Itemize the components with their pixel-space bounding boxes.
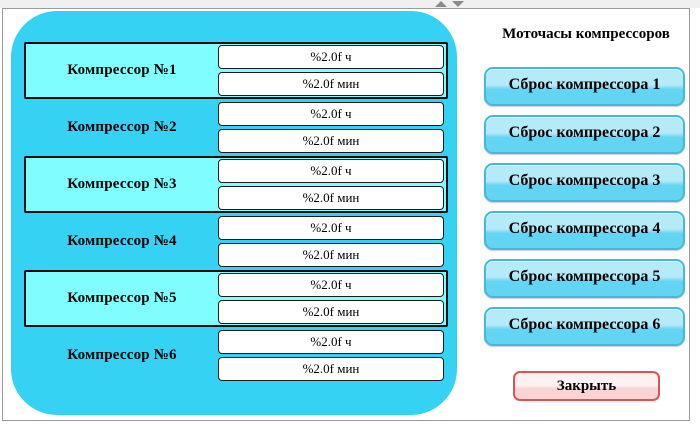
compressor-row-3: Компрессор №3 %2.0f ч %2.0f мин: [24, 156, 448, 213]
compressor-3-minutes-display: %2.0f мин: [218, 186, 444, 210]
compressor-6-values: %2.0f ч %2.0f мин: [218, 329, 446, 382]
compressor-2-label: Компрессор №2: [67, 119, 177, 135]
compressor-row-1: Компрессор №1 %2.0f ч %2.0f мин: [24, 42, 448, 99]
reset-compressor-5-button[interactable]: Сброс компрессора 5: [484, 259, 685, 298]
compressor-6-minutes-display: %2.0f мин: [218, 357, 444, 381]
compressor-rows: Компрессор №1 %2.0f ч %2.0f мин Компресс…: [24, 42, 448, 384]
compressor-5-minutes-display: %2.0f мин: [218, 300, 444, 324]
compressor-row-6: Компрессор №6 %2.0f ч %2.0f мин: [24, 327, 448, 384]
scroll-arrows: [435, 1, 464, 7]
compressor-3-label: Компрессор №3: [67, 176, 177, 192]
top-strip: [0, 0, 700, 8]
compressor-4-minutes-display: %2.0f мин: [218, 243, 444, 267]
compressor-3-values: %2.0f ч %2.0f мин: [218, 158, 446, 211]
compressor-6-hours-display: %2.0f ч: [218, 330, 444, 354]
compressor-1-hours-display: %2.0f ч: [218, 45, 444, 69]
page-title: Моточасы компрессоров: [502, 26, 670, 42]
compressor-2-hours-display: %2.0f ч: [218, 102, 444, 126]
reset-compressor-4-button[interactable]: Сброс компрессора 4: [484, 211, 685, 250]
reset-compressor-6-button[interactable]: Сброс компрессора 6: [484, 307, 685, 346]
compressor-2-minutes-display: %2.0f мин: [218, 129, 444, 153]
compressor-2-values: %2.0f ч %2.0f мин: [218, 101, 446, 154]
motor-hours-window: Компрессор №1 %2.0f ч %2.0f мин Компресс…: [2, 8, 690, 421]
compressor-6-label: Компрессор №6: [67, 347, 177, 363]
compressor-5-hours-display: %2.0f ч: [218, 273, 444, 297]
reset-buttons-column: Сброс компрессора 1 Сброс компрессора 2 …: [484, 67, 685, 346]
compressor-row-4: Компрессор №4 %2.0f ч %2.0f мин: [24, 213, 448, 270]
compressor-1-minutes-display: %2.0f мин: [218, 72, 444, 96]
compressor-4-label: Компрессор №4: [67, 233, 177, 249]
reset-compressor-1-button[interactable]: Сброс компрессора 1: [484, 67, 685, 106]
compressor-4-hours-display: %2.0f ч: [218, 216, 444, 240]
scroll-down-icon[interactable]: [452, 1, 464, 7]
close-button[interactable]: Закрыть: [513, 371, 660, 401]
compressors-panel: Компрессор №1 %2.0f ч %2.0f мин Компресс…: [11, 11, 457, 415]
compressor-1-label: Компрессор №1: [67, 62, 177, 78]
compressor-5-values: %2.0f ч %2.0f мин: [218, 272, 446, 325]
compressor-4-values: %2.0f ч %2.0f мин: [218, 215, 446, 268]
scroll-up-icon[interactable]: [435, 1, 447, 7]
compressor-1-values: %2.0f ч %2.0f мин: [218, 44, 446, 97]
compressor-row-2: Компрессор №2 %2.0f ч %2.0f мин: [24, 99, 448, 156]
compressor-5-label: Компрессор №5: [67, 290, 177, 306]
compressor-row-5: Компрессор №5 %2.0f ч %2.0f мин: [24, 270, 448, 327]
compressor-3-hours-display: %2.0f ч: [218, 159, 444, 183]
reset-compressor-2-button[interactable]: Сброс компрессора 2: [484, 115, 685, 154]
reset-compressor-3-button[interactable]: Сброс компрессора 3: [484, 163, 685, 202]
